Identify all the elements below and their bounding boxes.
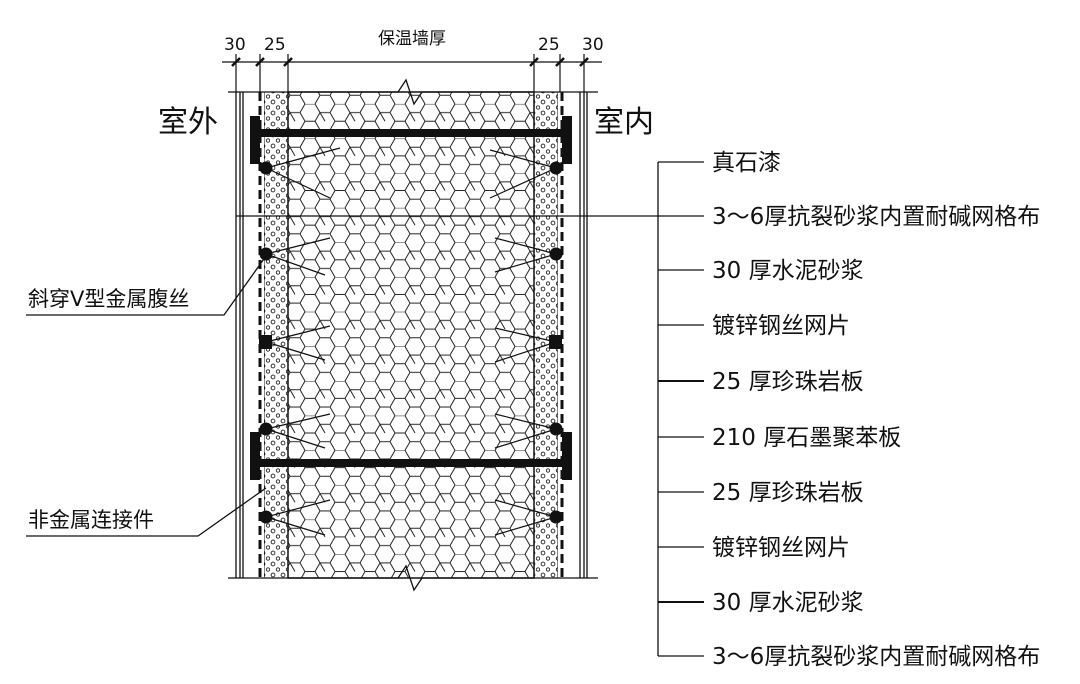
- layer-label: 30 厚水泥砂浆: [712, 258, 864, 284]
- layer-label: 3～6厚抗裂砂浆内置耐碱网格布: [712, 204, 1040, 230]
- connector-callout: 非金属连接件: [28, 508, 154, 532]
- layer-label: 210 厚石墨聚苯板: [712, 425, 901, 451]
- dim-center-label: 保温墙厚: [378, 29, 446, 49]
- inside-label: 室内: [594, 105, 654, 140]
- layer-label: 30 厚水泥砂浆: [712, 590, 864, 616]
- dimension-line: [222, 54, 602, 92]
- dim-left-inner: 25: [264, 35, 286, 55]
- layer-label: 25 厚珍珠岩板: [712, 480, 864, 506]
- outside-label: 室外: [158, 105, 218, 140]
- layer-label: 真石漆: [712, 150, 781, 176]
- dim-left-outer: 30: [224, 35, 246, 55]
- break-lines: [228, 78, 598, 592]
- graphite-eps-board: [287, 91, 535, 579]
- v-wire-callout: 斜穿V型金属腹丝: [28, 287, 189, 311]
- layer-label: 镀锌钢丝网片: [712, 535, 850, 561]
- dim-right-outer: 30: [582, 35, 604, 55]
- callout-leaders: [26, 255, 267, 537]
- layer-leaders: [236, 161, 704, 657]
- layer-label: 25 厚珍珠岩板: [712, 369, 864, 395]
- v-metal-wires: [265, 147, 557, 536]
- layer-label: 3～6厚抗裂砂浆内置耐碱网格布: [712, 644, 1040, 670]
- wire-nodes: [259, 161, 563, 524]
- non-metal-connectors: [250, 116, 572, 480]
- layer-label: 镀锌钢丝网片: [712, 313, 850, 339]
- dim-right-inner: 25: [538, 35, 560, 55]
- finish-lines: [235, 92, 588, 578]
